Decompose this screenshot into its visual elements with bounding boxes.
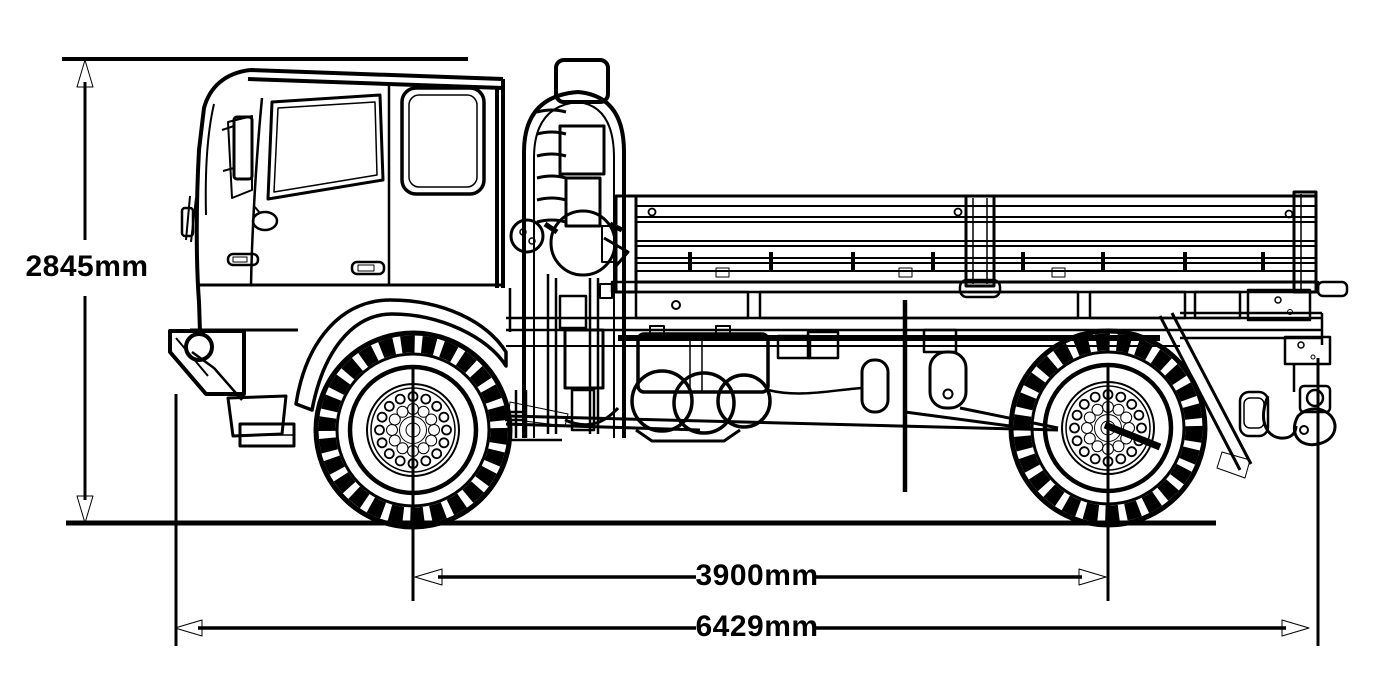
rear-side-window — [400, 86, 486, 196]
mid-stake — [964, 194, 996, 288]
height-dimension-label: 2845mm — [25, 250, 149, 283]
arrow-left-len — [174, 619, 203, 637]
door-window — [266, 93, 385, 201]
arrow-down — [76, 495, 94, 524]
door-handle-front — [226, 252, 260, 267]
marker-light — [180, 206, 195, 238]
dimension-lines — [62, 57, 1320, 646]
cargo-bed — [599, 190, 1349, 322]
bed-side — [634, 194, 1318, 284]
headboard-latch — [601, 225, 617, 263]
windshield-line — [204, 103, 215, 216]
vent-window — [227, 115, 253, 199]
door-handle-rear — [350, 260, 386, 276]
under-chassis-equipment — [630, 325, 1162, 451]
air-tank — [928, 350, 968, 410]
fuel-tank — [636, 332, 770, 394]
tow-eye — [184, 332, 214, 362]
spot-mirror — [251, 210, 279, 232]
winch-drum — [549, 209, 617, 277]
front-fender — [294, 298, 508, 412]
intake-cap — [554, 58, 610, 104]
front-suspension — [504, 390, 562, 442]
cab-outline — [194, 68, 505, 333]
stack-mudflap — [507, 401, 569, 427]
air-reservoir — [860, 358, 890, 414]
pintle-mount — [1298, 384, 1332, 414]
arrow-right-wb — [1078, 568, 1107, 586]
pintle-hook — [1292, 407, 1337, 447]
overall-length-dimension-label: 6429mm — [695, 610, 819, 643]
arrow-right-len — [1281, 619, 1310, 637]
rear-mudflap-bar — [1158, 312, 1253, 471]
arrow-up — [76, 59, 94, 88]
taillight-box — [1283, 335, 1332, 366]
rear-hitch — [1158, 312, 1337, 479]
front-mudflap — [226, 394, 288, 438]
front-bumper — [168, 329, 246, 396]
stake-foot — [958, 278, 1002, 299]
mirror — [232, 115, 254, 181]
wheelbase-dimension-label: 3900mm — [695, 559, 819, 592]
pulley — [509, 218, 545, 254]
arrow-left-wb — [414, 568, 443, 586]
exhaust-stack — [505, 58, 630, 438]
cab — [180, 68, 508, 448]
